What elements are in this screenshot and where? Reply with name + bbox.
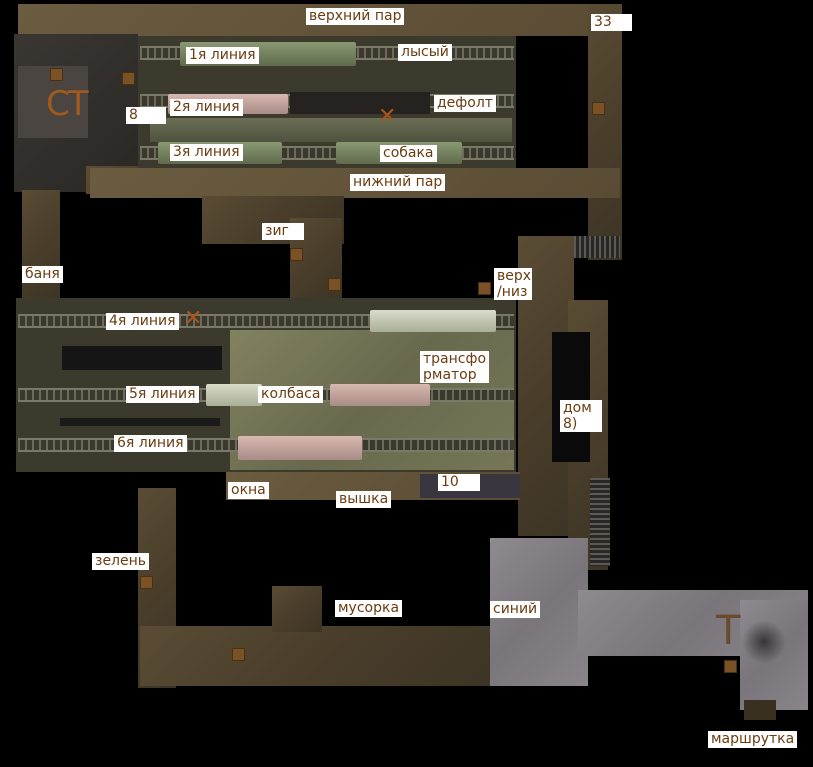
crate — [50, 68, 63, 81]
x-marker-line-4: ✕ — [184, 306, 203, 331]
crate — [328, 278, 341, 291]
label-minibus: маршрутка — [708, 731, 798, 748]
label-default: дефолт — [434, 95, 496, 112]
crate — [140, 576, 153, 589]
label-garbage: мусорка — [335, 600, 403, 617]
bombsite-marker: T — [716, 608, 741, 654]
crate — [290, 248, 303, 261]
label-dog: собака — [380, 145, 437, 162]
label-bathhouse: баня — [22, 266, 63, 283]
label-upper-lower: верх /низ — [494, 268, 532, 300]
ct-spawn-marker: CT — [46, 84, 88, 124]
label-bald: лысый — [398, 44, 452, 61]
left-corridor — [22, 190, 60, 302]
label-sausage: колбаса — [258, 386, 324, 403]
label-line-1: 1я линия — [186, 47, 259, 64]
dark-train-line-2 — [290, 92, 430, 114]
crate — [478, 282, 491, 295]
crate — [724, 660, 737, 673]
label-10: 10 — [438, 474, 480, 491]
label-zig: зиг — [262, 223, 304, 240]
label-8: 8 — [126, 107, 166, 124]
crate — [232, 648, 245, 661]
label-blue: синий — [490, 601, 541, 618]
house-8 — [552, 332, 590, 462]
dark-block-line-4 — [62, 346, 222, 370]
x-marker-upper: ✕ — [378, 104, 397, 129]
vehicle-shadow — [744, 700, 776, 720]
label-line-5: 5я линия — [126, 386, 199, 403]
crate — [592, 102, 605, 115]
train-line-5-white — [206, 384, 262, 406]
platform-upper — [150, 118, 512, 142]
label-windows: окна — [228, 482, 269, 499]
label-33: 33 — [591, 14, 632, 31]
label-line-2: 2я линия — [170, 99, 243, 116]
label-upper-steam: верхний пар — [306, 8, 405, 25]
garbage-passage — [272, 586, 322, 632]
label-transformer: трансфо рматор — [420, 351, 490, 383]
label-house-8: дом 8) — [560, 400, 602, 432]
dark-block-line-5 — [60, 418, 220, 426]
label-lower-steam: нижний пар — [350, 174, 446, 191]
scorch-mark — [742, 620, 786, 664]
bottom-corridor — [140, 626, 492, 686]
label-tower: вышка — [336, 491, 392, 508]
train-line-5 — [330, 384, 430, 406]
crate — [122, 72, 135, 85]
label-line-3: 3я линия — [170, 144, 243, 161]
stairs-right-upper — [574, 236, 620, 258]
right-upper-corridor — [588, 4, 622, 260]
train-line-4 — [370, 310, 496, 332]
label-line-4: 4я линия — [106, 313, 179, 330]
train-line-6 — [238, 436, 362, 460]
label-greenery: зелень — [92, 553, 150, 570]
stairs-right-lower — [590, 478, 610, 566]
label-line-6: 6я линия — [114, 435, 187, 452]
